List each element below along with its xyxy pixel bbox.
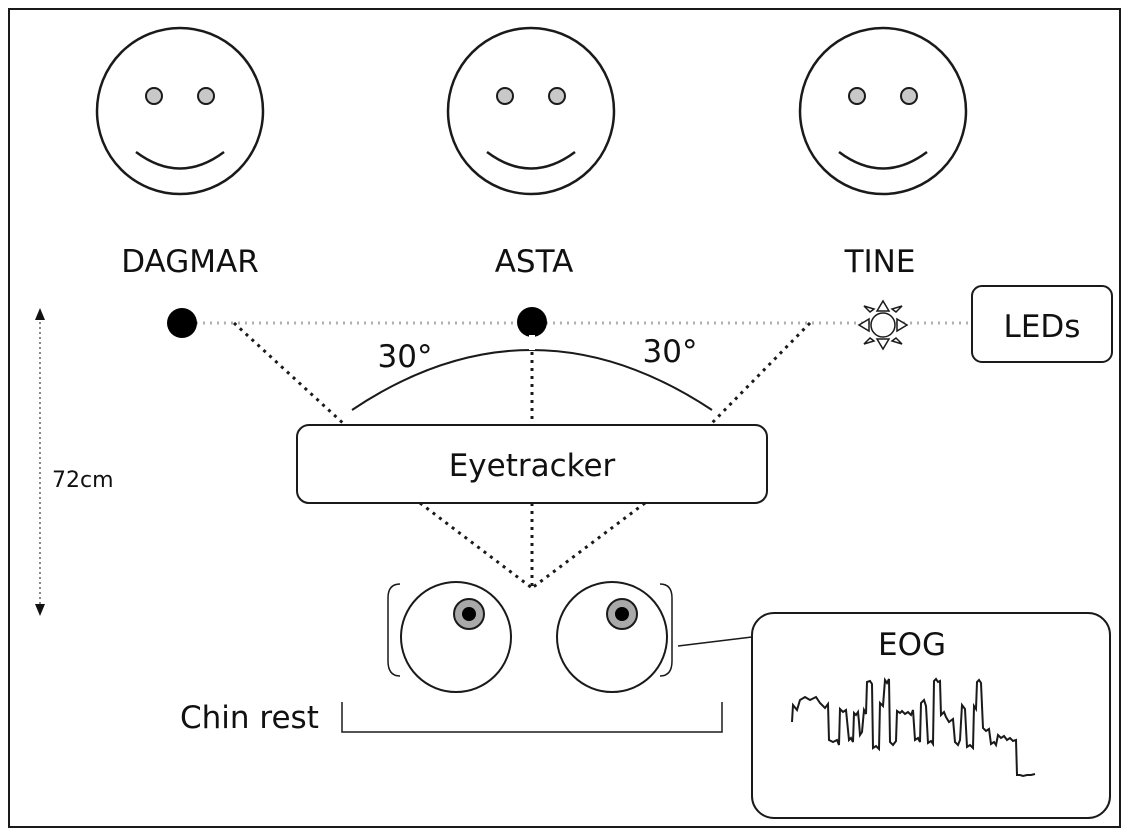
view-lines-bottom	[419, 501, 646, 590]
face-asta	[446, 26, 616, 196]
leds-label: LEDs	[1004, 309, 1081, 345]
chin-rest-bracket	[341, 702, 723, 733]
led-dot-asta	[517, 307, 547, 337]
distance-arrow-top-head	[35, 308, 45, 320]
led-sun-icon	[857, 299, 909, 351]
angle-label-right: 30°	[643, 334, 698, 370]
eyetracker-label: Eyetracker	[449, 448, 616, 484]
face-label-tine: TINE	[844, 244, 916, 280]
eye-right	[556, 581, 668, 693]
leds-box	[971, 285, 1113, 363]
face-label-asta: ASTA	[495, 244, 574, 280]
eog-box	[751, 612, 1111, 819]
angle-arc	[351, 349, 713, 411]
face-dagmar	[95, 26, 265, 196]
face-tine	[798, 26, 968, 196]
chin-rest-label: Chin rest	[180, 700, 319, 736]
distance-arrow-bottom-head	[35, 604, 45, 616]
view-lines-top	[232, 321, 812, 427]
angle-label-left: 30°	[378, 339, 433, 375]
led-dot-dagmar	[167, 308, 197, 338]
eog-connector	[677, 636, 753, 647]
eye-left	[400, 581, 512, 693]
face-label-dagmar: DAGMAR	[121, 244, 259, 280]
distance-label: 72cm	[52, 468, 114, 493]
eyes-bracket	[387, 583, 673, 677]
eog-label: EOG	[878, 627, 946, 663]
eog-trace	[791, 677, 1036, 778]
